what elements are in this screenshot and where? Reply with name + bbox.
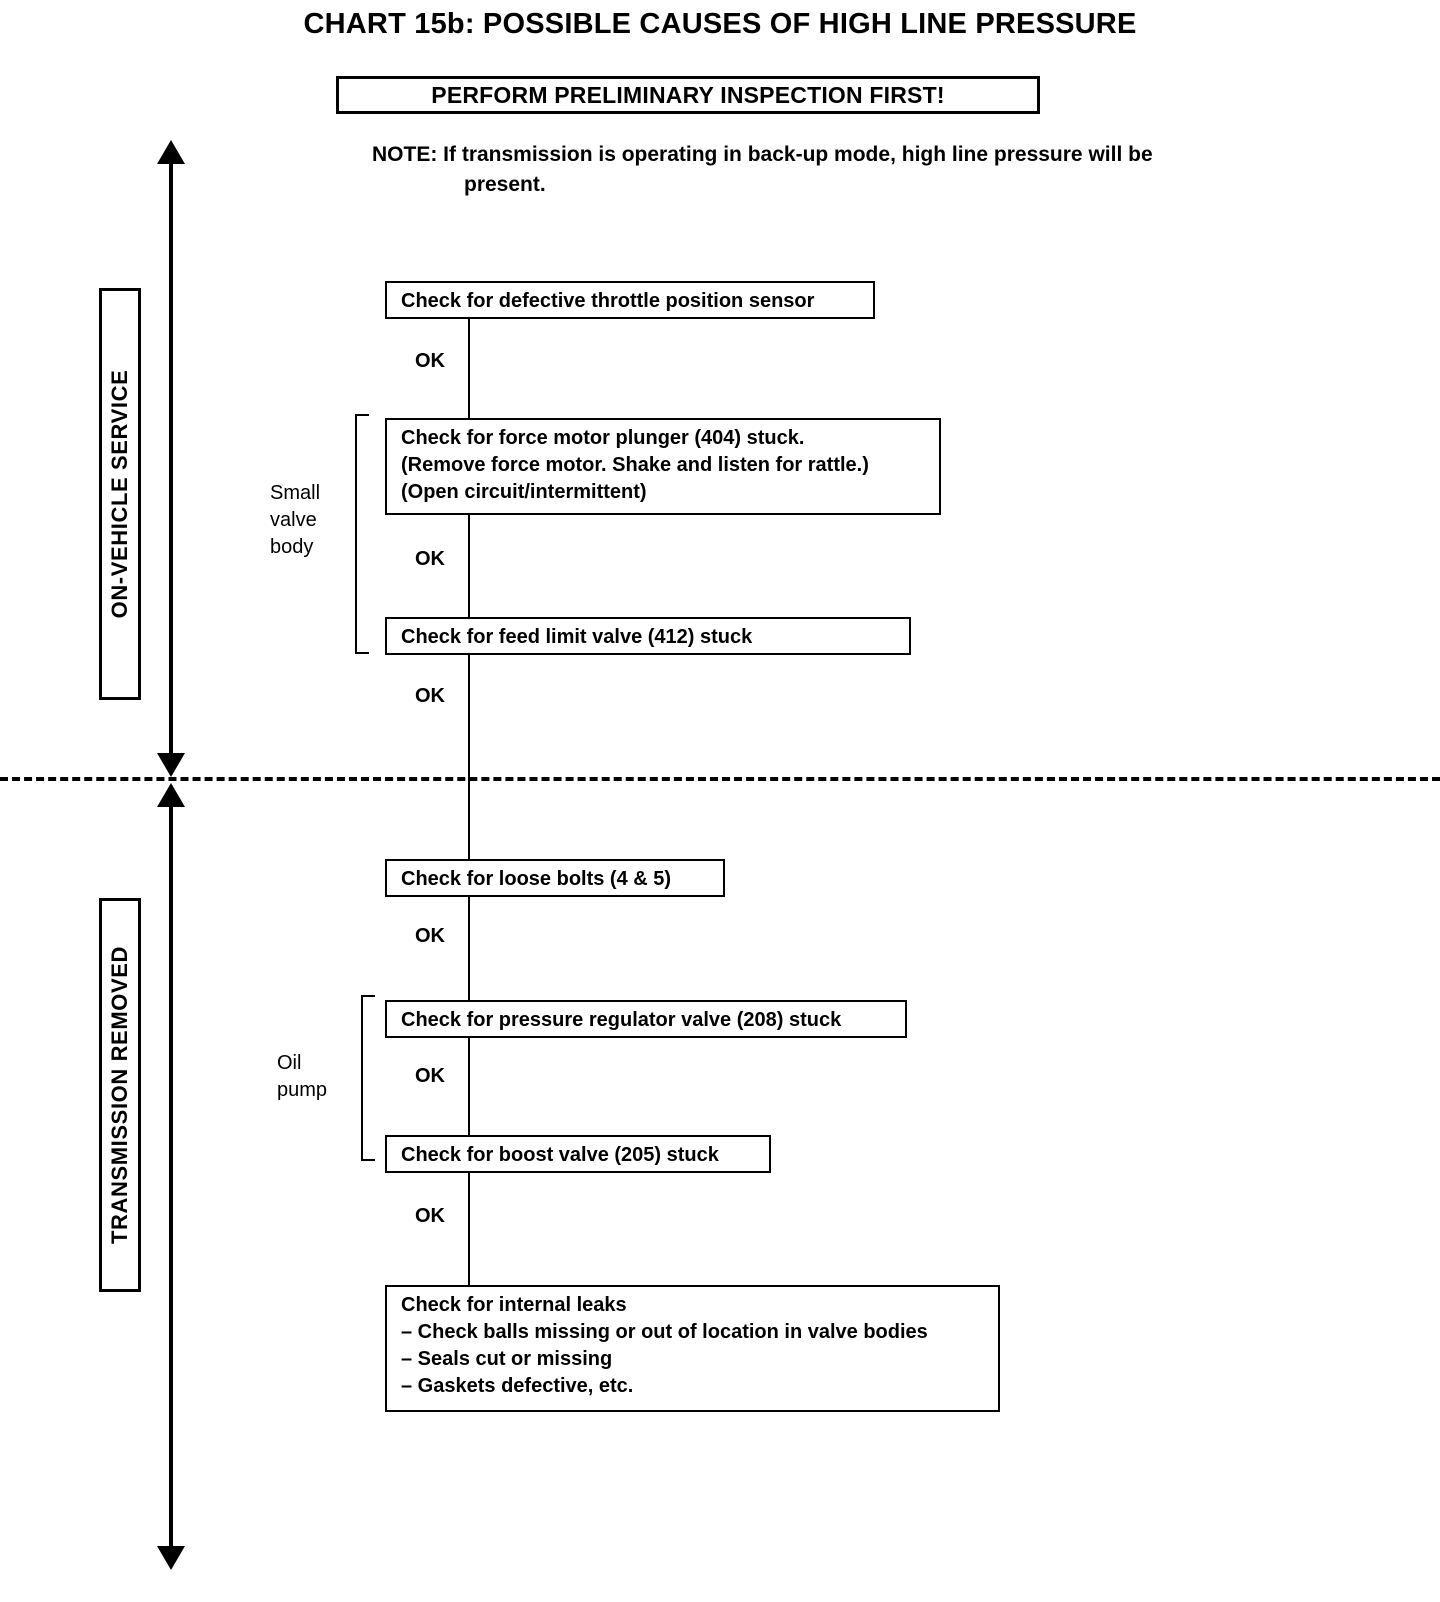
step-box-boost-valve: Check for boost valve (205) stuck (385, 1135, 771, 1173)
section-label-transmission-removed: TRANSMISSION REMOVED (107, 945, 132, 1245)
connector-label-ok-6: OK (415, 1205, 445, 1227)
upper-section-arrow-shaft (169, 163, 173, 753)
lower-section-arrow-head-down (157, 1546, 185, 1570)
group-label-small-valve-body-line-2: valve (270, 509, 317, 531)
lower-section-arrow-head-up (157, 783, 185, 807)
note-block: NOTE: If transmission is operating in ba… (372, 140, 1412, 200)
note-line-1: NOTE: If transmission is operating in ba… (372, 143, 1153, 166)
upper-section-arrow-head-up (157, 140, 185, 164)
group-label-small-valve-body-line-1: Small (270, 482, 321, 504)
step-box-force-motor: Check for force motor plunger (404) stuc… (385, 418, 941, 515)
step-loose-bolts-line-1: Check for loose bolts (4 & 5) (401, 868, 672, 890)
group-label-small-valve-body-line-3: body (270, 536, 314, 558)
note-line-2: present. (464, 173, 546, 196)
page-title: CHART 15b: POSSIBLE CAUSES OF HIGH LINE … (303, 8, 1137, 40)
preliminary-inspection-text: PERFORM PRELIMINARY INSPECTION FIRST! (431, 81, 945, 108)
step-pressure-regulator-line-1: Check for pressure regulator valve (208)… (401, 1009, 842, 1031)
connector-label-ok-1: OK (415, 350, 445, 372)
connector-label-ok-3: OK (415, 685, 445, 707)
step-box-internal-leaks: Check for internal leaks – Check balls m… (385, 1285, 1000, 1412)
section-bar-on-vehicle-service: ON-VEHICLE SERVICE (99, 288, 141, 700)
step-box-feed-limit-valve: Check for feed limit valve (412) stuck (385, 617, 911, 655)
group-label-oil-pump-line-2: pump (277, 1079, 328, 1101)
step-force-motor-line-3: (Open circuit/intermittent) (401, 481, 647, 503)
step-internal-leaks-line-2: – Check balls missing or out of location… (401, 1321, 928, 1343)
group-label-small-valve-body: Small valve body (270, 480, 350, 561)
step-internal-leaks-line-3: – Seals cut or missing (401, 1348, 613, 1370)
step-internal-leaks-line-1: Check for internal leaks (401, 1294, 627, 1316)
group-label-oil-pump: Oil pump (277, 1050, 357, 1104)
section-bar-transmission-removed: TRANSMISSION REMOVED (99, 898, 141, 1292)
step-boost-valve-line-1: Check for boost valve (205) stuck (401, 1144, 719, 1166)
connector-label-ok-5: OK (415, 1065, 445, 1087)
step-box-pressure-regulator: Check for pressure regulator valve (208)… (385, 1000, 907, 1038)
step-internal-leaks-line-4: – Gaskets defective, etc. (401, 1375, 634, 1397)
step-box-throttle-sensor: Check for defective throttle position se… (385, 281, 875, 319)
connector-label-ok-2: OK (415, 548, 445, 570)
step-force-motor-line-2: (Remove force motor. Shake and listen fo… (401, 454, 869, 476)
lower-section-arrow-shaft (169, 806, 173, 1546)
upper-section-arrow-head-down (157, 753, 185, 777)
connector-line-upper (468, 281, 470, 778)
group-brace-small-valve-body (355, 414, 369, 654)
preliminary-inspection-banner: PERFORM PRELIMINARY INSPECTION FIRST! (336, 76, 1040, 114)
group-brace-oil-pump (361, 995, 375, 1161)
group-label-oil-pump-line-1: Oil (277, 1052, 302, 1074)
step-box-loose-bolts: Check for loose bolts (4 & 5) (385, 859, 725, 897)
section-divider (0, 777, 1440, 781)
section-label-on-vehicle-service: ON-VEHICLE SERVICE (107, 369, 132, 619)
step-force-motor-line-1: Check for force motor plunger (404) stuc… (401, 427, 805, 449)
step-feed-limit-valve-line-1: Check for feed limit valve (412) stuck (401, 626, 753, 648)
connector-label-ok-4: OK (415, 925, 445, 947)
step-throttle-sensor-line-1: Check for defective throttle position se… (401, 290, 815, 312)
connector-line-lower (468, 778, 470, 1308)
